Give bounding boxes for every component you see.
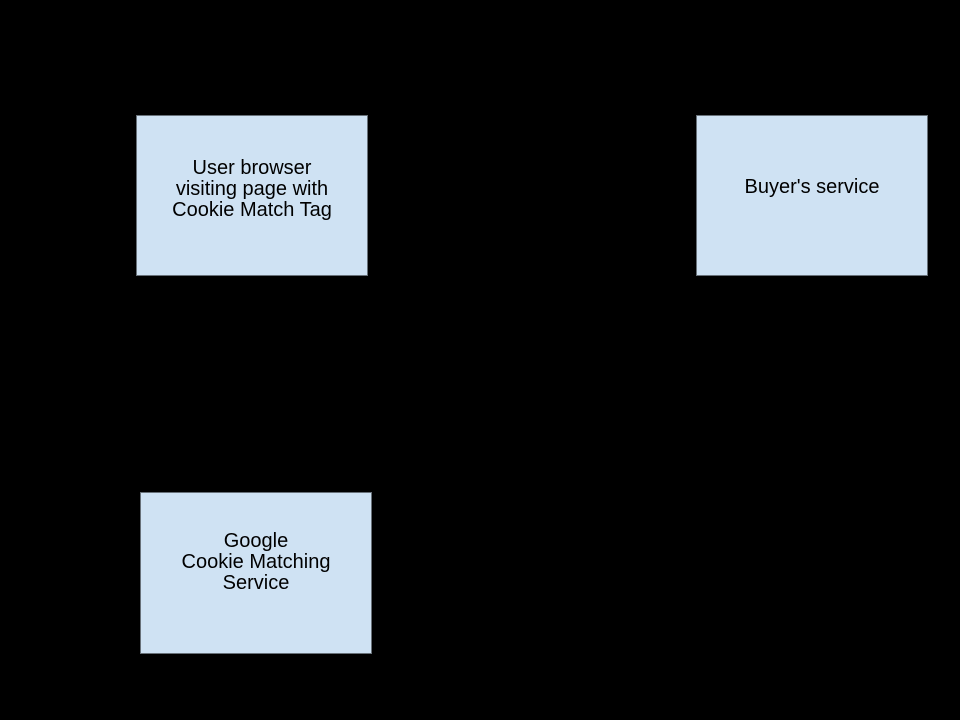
node-user-browser-label: User browser visiting page with Cookie M… bbox=[172, 158, 332, 221]
label-line: User browser bbox=[192, 157, 312, 179]
label-line: visiting page with bbox=[175, 178, 329, 200]
node-buyers-service: Buyer's service bbox=[696, 115, 928, 276]
node-google-cookie-matching-service-label: Google Cookie Matching Service bbox=[181, 529, 331, 594]
label-line: Google bbox=[223, 529, 289, 552]
node-buyers-service-label: Buyer's service bbox=[745, 177, 880, 198]
node-user-browser: User browser visiting page with Cookie M… bbox=[136, 115, 368, 276]
label-line: Buyer's service bbox=[744, 176, 880, 198]
label-line: Service bbox=[222, 571, 290, 594]
label-line: Cookie Match Tag bbox=[172, 199, 332, 221]
node-google-cookie-matching-service: Google Cookie Matching Service bbox=[140, 492, 372, 654]
label-line: Cookie Matching bbox=[181, 550, 331, 573]
